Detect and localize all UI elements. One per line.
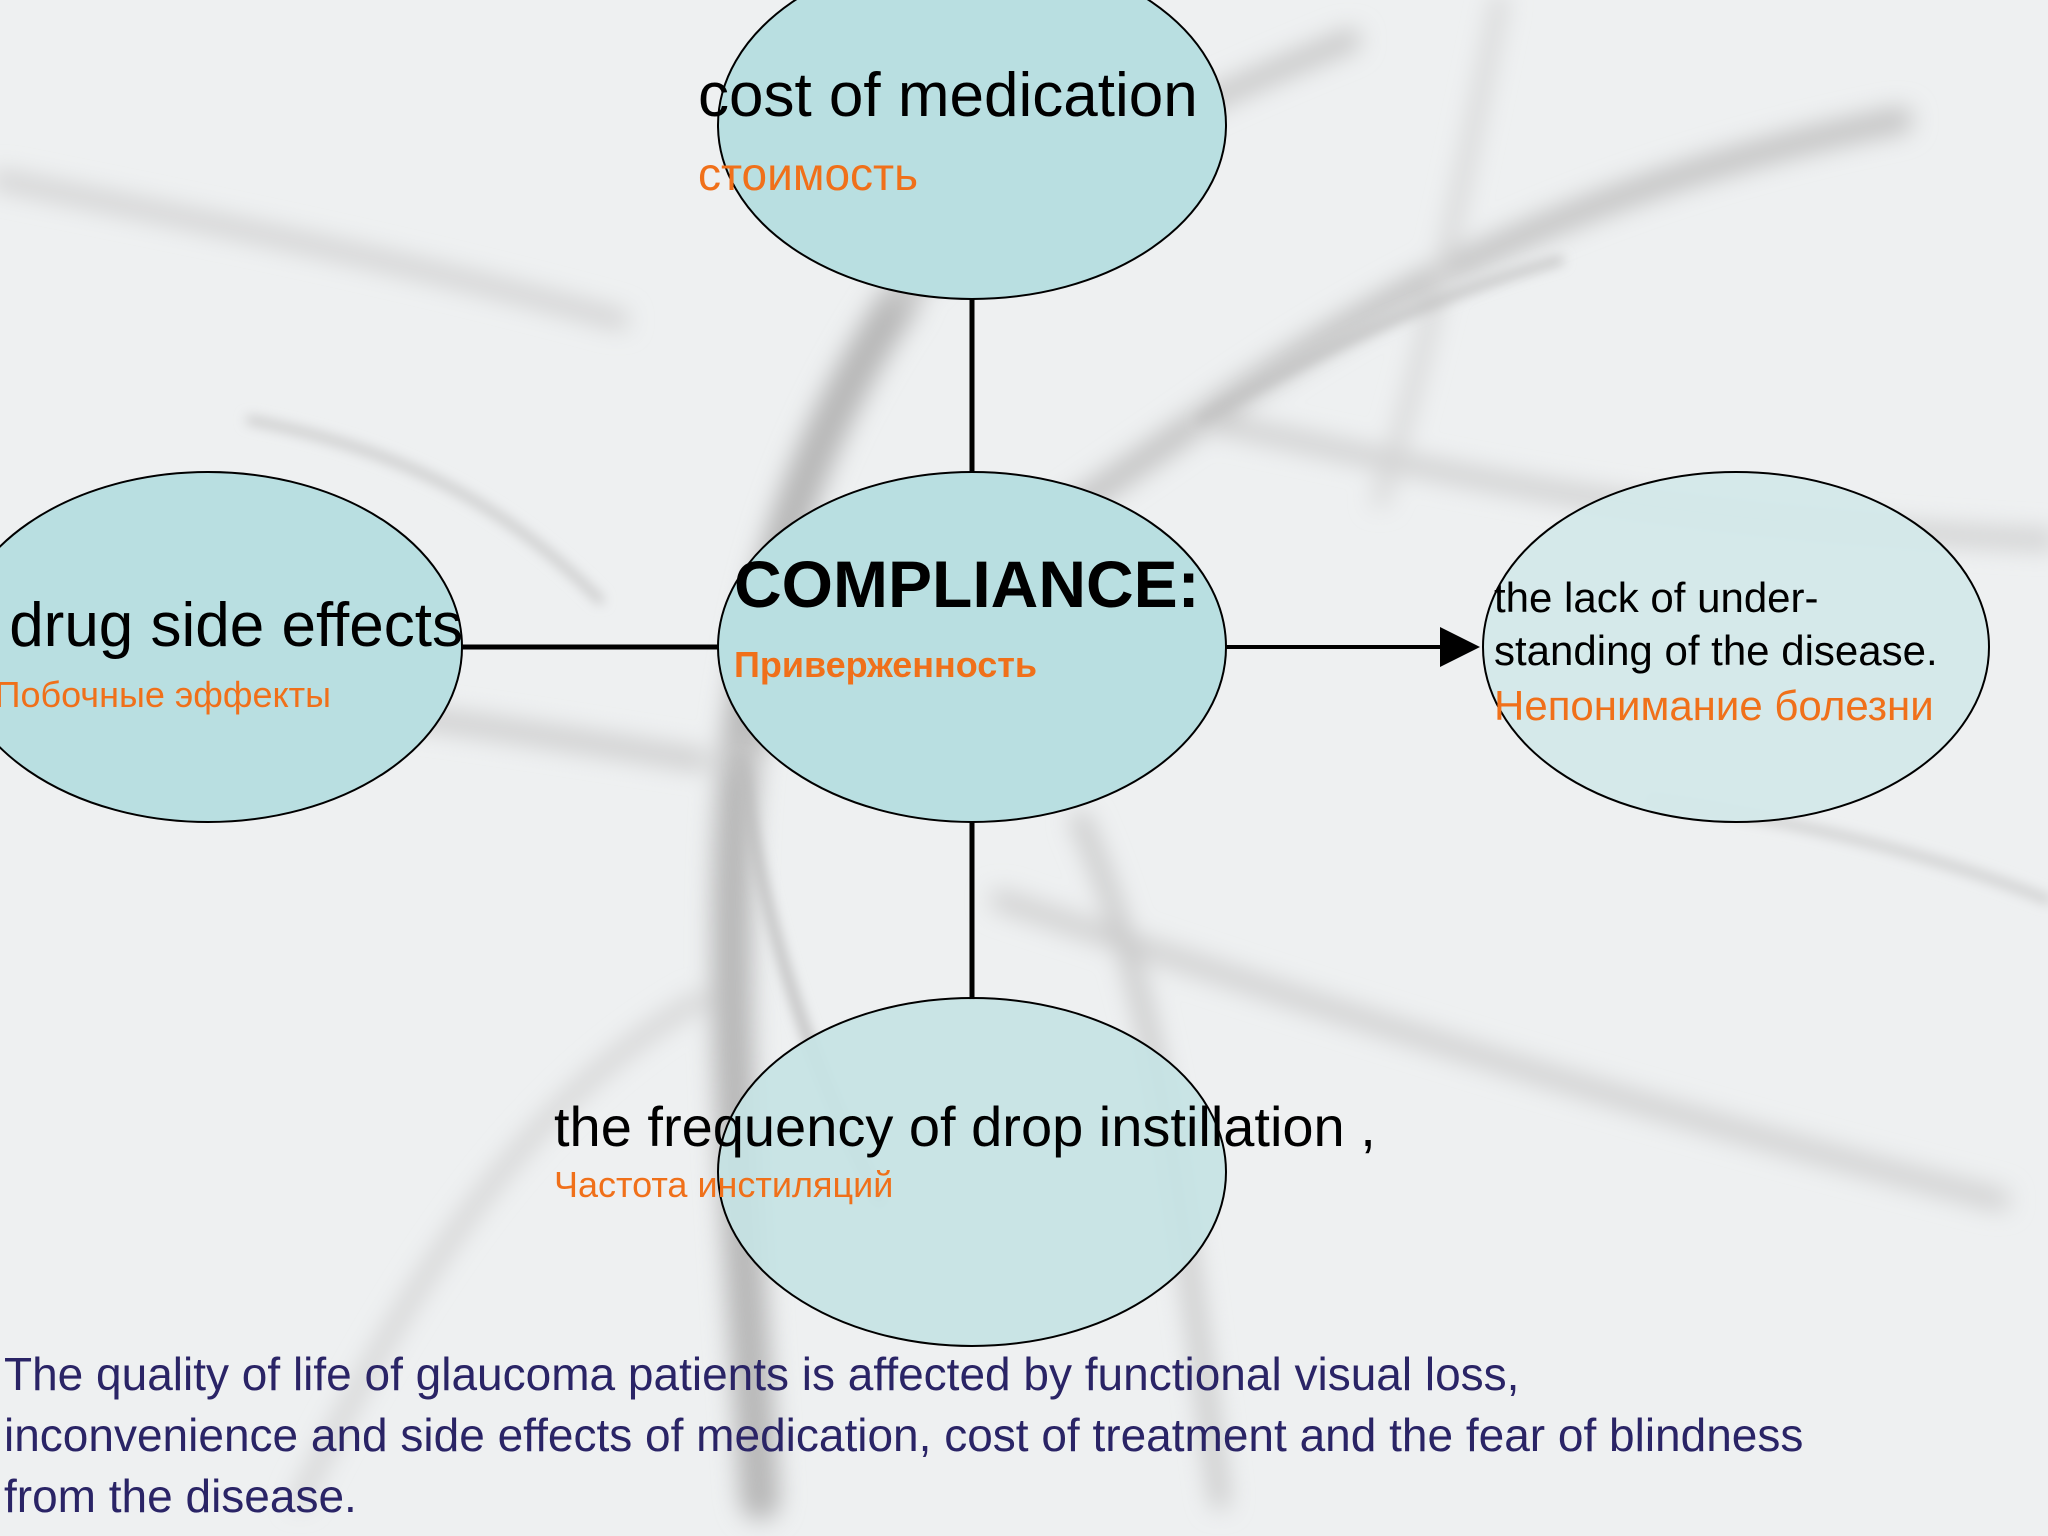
center-subtitle: Приверженность — [734, 644, 1038, 685]
node-bottom-sublabel: Частота инстиляций — [554, 1164, 894, 1205]
caption-line-2: inconvenience and side effects of medica… — [4, 1409, 1804, 1461]
caption-line-3: from the disease. — [4, 1470, 357, 1522]
center-ellipse — [717, 471, 1227, 823]
node-bottom-ellipse — [717, 997, 1227, 1347]
node-bottom-label: the frequency of drop instillation , — [554, 1095, 1376, 1158]
node-right-label-line2: standing of the disease. — [1494, 627, 1938, 674]
node-right-label-line1: the lack of under- — [1494, 574, 1819, 621]
node-left-ellipse — [0, 471, 463, 823]
node-top-label: cost of medication — [698, 61, 1198, 130]
node-right-ellipse — [1482, 471, 1990, 823]
node-top-sublabel: стоимость — [698, 148, 919, 200]
node-left-sublabel: Побочные эффекты — [0, 674, 331, 715]
node-right-sublabel: Непонимание болезни — [1494, 682, 1934, 729]
caption-text: The quality of life of glaucoma patients… — [4, 1344, 2044, 1527]
node-top-ellipse — [717, 0, 1227, 300]
node-left-label: drug side effects — [9, 591, 463, 660]
center-title: COMPLIANCE: — [734, 547, 1200, 621]
caption-line-1: The quality of life of glaucoma patients… — [4, 1348, 1520, 1400]
